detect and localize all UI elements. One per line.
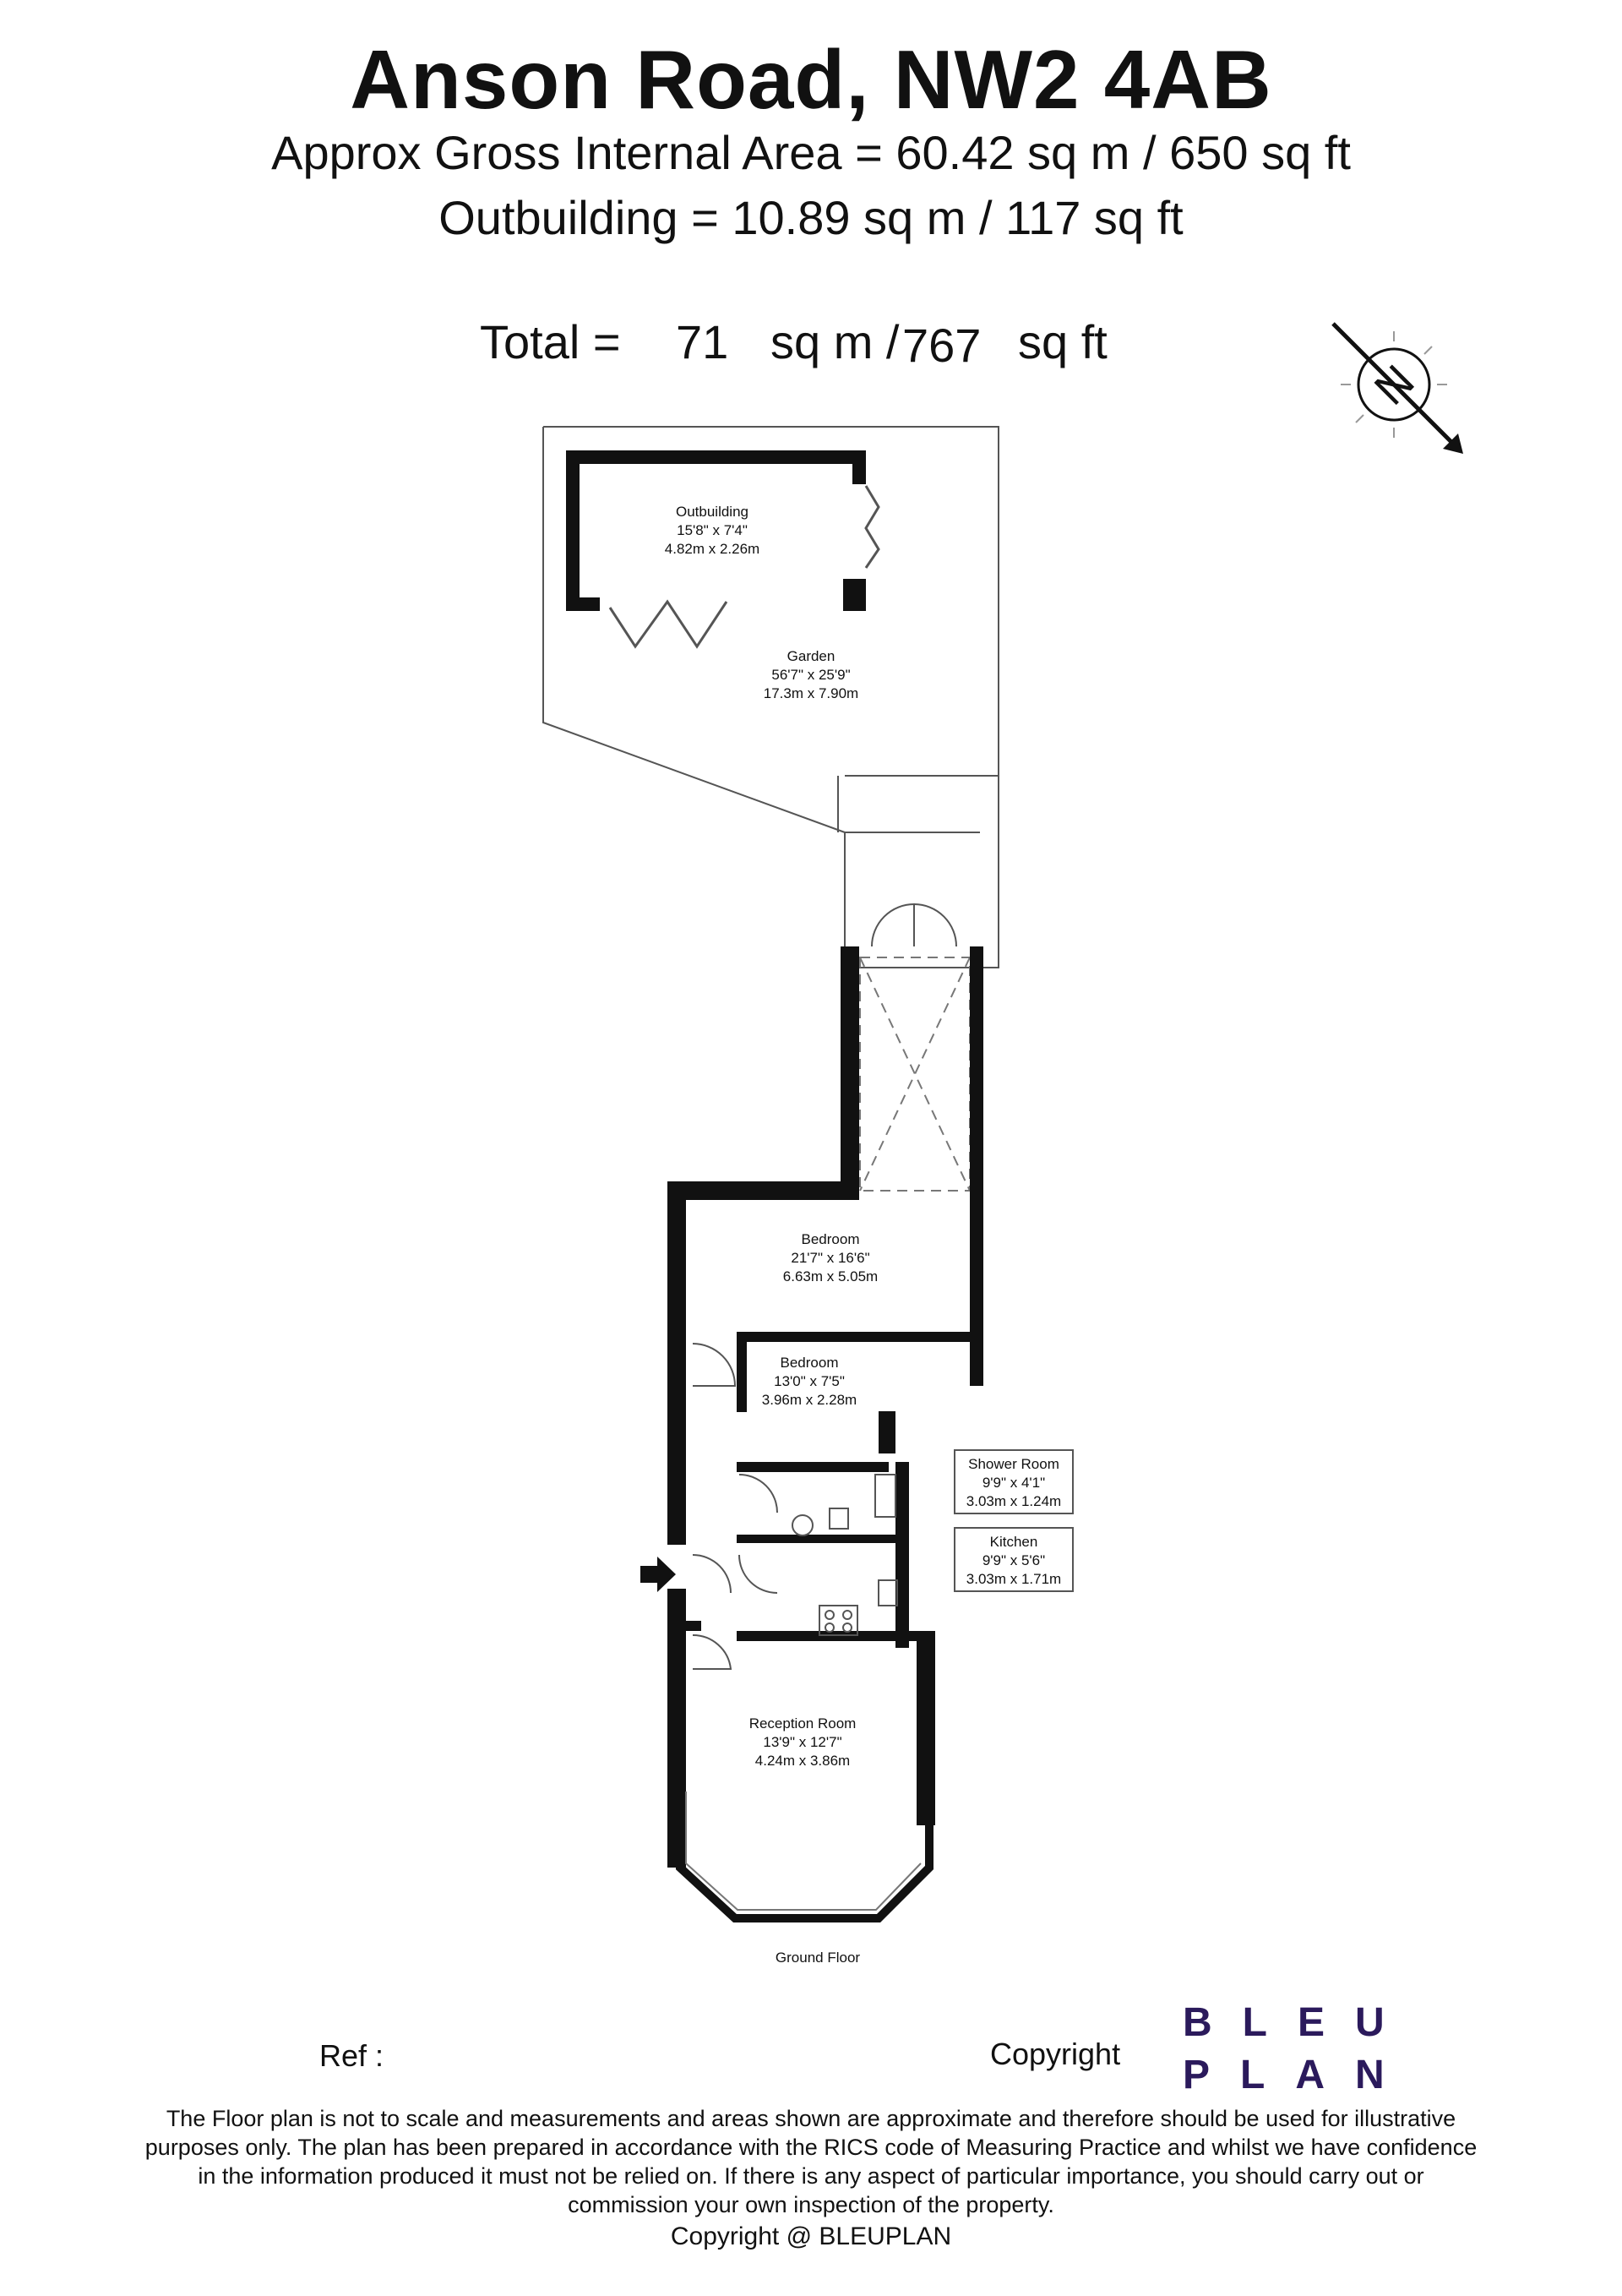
svg-text:Bedroom: Bedroom	[802, 1231, 860, 1247]
svg-text:4.24m x 3.86m: 4.24m x 3.86m	[755, 1753, 850, 1769]
svg-text:9'9" x 5'6": 9'9" x 5'6"	[982, 1552, 1045, 1568]
svg-text:3.96m x 2.28m: 3.96m x 2.28m	[762, 1392, 857, 1408]
total-sqm-value: 71	[676, 315, 729, 368]
outbuilding-area: Outbuilding = 10.89 sq m / 117 sq ft	[438, 191, 1184, 244]
property-title: Anson Road, NW2 4AB	[350, 33, 1272, 126]
svg-text:Outbuilding: Outbuilding	[676, 504, 748, 520]
total-label: Total =	[480, 315, 621, 368]
svg-text:Kitchen: Kitchen	[990, 1534, 1038, 1550]
svg-text:13'9" x 12'7": 13'9" x 12'7"	[763, 1734, 841, 1750]
svg-text:4.82m x 2.26m: 4.82m x 2.26m	[665, 541, 759, 557]
room-bedroom-2: Bedroom 13'0" x 7'5" 3.96m x 2.28m	[762, 1355, 857, 1408]
total-sqm-unit: sq m /	[770, 315, 900, 368]
skylight	[859, 957, 971, 1192]
room-reception: Reception Room 13'9" x 12'7" 4.24m x 3.8…	[749, 1715, 857, 1769]
room-kitchen: Kitchen 9'9" x 5'6" 3.03m x 1.71m	[966, 1534, 1061, 1587]
svg-text:Shower Room: Shower Room	[968, 1456, 1059, 1472]
svg-text:Reception Room: Reception Room	[749, 1715, 857, 1732]
svg-text:17.3m x 7.90m: 17.3m x 7.90m	[764, 685, 858, 701]
door-swings	[692, 1343, 778, 1670]
total-sqft-unit: sq ft	[1018, 315, 1108, 368]
compass-icon: N	[1331, 322, 1463, 454]
svg-text:21'7" x 16'6": 21'7" x 16'6"	[791, 1250, 869, 1266]
floor-label: Ground Floor	[776, 1950, 860, 1966]
svg-text:56'7" x 25'9": 56'7" x 25'9"	[771, 667, 850, 683]
brand-logo-line-2: PLAN	[1183, 2053, 1415, 2097]
room-bedroom-1: Bedroom 21'7" x 16'6" 6.63m x 5.05m	[783, 1231, 878, 1284]
entrance-arrow-icon	[640, 1557, 676, 1592]
disclaimer: The Floor plan is not to scale and measu…	[144, 2106, 1478, 2217]
room-outbuilding: Outbuilding 15'8" x 7'4" 4.82m x 2.26m	[665, 504, 759, 557]
svg-text:6.63m x 5.05m: 6.63m x 5.05m	[783, 1268, 878, 1284]
ref-label: Ref :	[319, 2038, 384, 2073]
svg-text:13'0" x 7'5": 13'0" x 7'5"	[774, 1373, 845, 1389]
svg-text:Bedroom: Bedroom	[781, 1355, 839, 1371]
svg-text:3.03m x 1.71m: 3.03m x 1.71m	[966, 1571, 1061, 1587]
copyright-label: Copyright	[990, 2037, 1121, 2071]
svg-text:15'8" x 7'4": 15'8" x 7'4"	[677, 522, 748, 538]
total-sqft-value: 767	[902, 319, 982, 372]
gross-internal-area: Approx Gross Internal Area = 60.42 sq m …	[271, 126, 1351, 179]
outbuilding-walls	[566, 450, 866, 611]
brand-logo-line-1: BLEU	[1183, 2000, 1415, 2045]
room-garden: Garden 56'7" x 25'9" 17.3m x 7.90m	[764, 648, 858, 701]
svg-text:9'9" x 4'1": 9'9" x 4'1"	[982, 1475, 1045, 1491]
room-shower: Shower Room 9'9" x 4'1" 3.03m x 1.24m	[966, 1456, 1061, 1509]
fixtures	[792, 1474, 898, 1636]
svg-text:3.03m x 1.24m: 3.03m x 1.24m	[966, 1493, 1061, 1509]
svg-text:Garden: Garden	[787, 648, 835, 664]
main-walls	[667, 946, 983, 1868]
footer-copyright: Copyright @ BLEUPLAN	[670, 2222, 952, 2250]
